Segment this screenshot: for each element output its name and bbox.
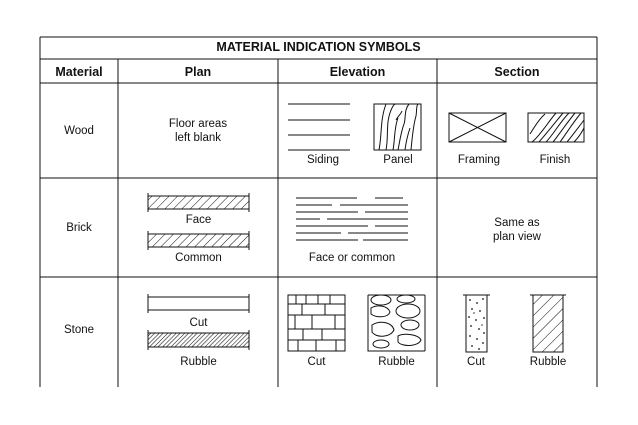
stone-rubble-plan-label: Rubble — [180, 356, 217, 368]
stone-rubble-plan-symbol — [147, 330, 250, 350]
brick-elevation-label: Face or common — [308, 252, 396, 264]
brick-face-label: Face — [185, 214, 212, 226]
stone-rubble-elevation-symbol — [367, 294, 426, 352]
header-section: Section — [494, 65, 540, 79]
header-material: Material — [55, 65, 103, 79]
brick-face-plan-symbol — [147, 193, 250, 212]
stone-rubble-section-label: Rubble — [529, 356, 567, 368]
stone-cut-plan-symbol — [147, 294, 250, 313]
row-label-stone: Stone — [63, 324, 95, 336]
wood-finish-label: Finish — [539, 154, 571, 166]
wood-siding-symbol — [288, 103, 350, 151]
header-elevation: Elevation — [329, 65, 386, 79]
stone-rubble-section-symbol — [530, 294, 566, 353]
brick-common-label: Common — [175, 252, 222, 264]
table-title: MATERIAL INDICATION SYMBOLS — [216, 40, 421, 54]
wood-panel-symbol — [373, 103, 422, 151]
wood-finish-symbol — [527, 112, 585, 143]
stone-cut-section-label: Cut — [467, 356, 485, 368]
stone-cut-section-symbol — [463, 294, 490, 353]
header-plan: Plan — [184, 65, 212, 79]
stone-cut-elevation-symbol — [287, 294, 346, 352]
stone-cut-elevation-label: Cut — [307, 356, 326, 368]
table-grid — [39, 36, 598, 387]
brick-elevation-symbol — [296, 197, 408, 241]
stone-rubble-elevation-label: Rubble — [378, 356, 415, 368]
brick-common-plan-symbol — [147, 231, 250, 250]
wood-siding-label: Siding — [307, 154, 339, 166]
wood-plan-note: Floor areas left blank — [168, 118, 228, 144]
stone-cut-plan-label: Cut — [189, 317, 208, 329]
row-label-wood: Wood — [64, 125, 94, 137]
wood-framing-label: Framing — [457, 154, 501, 166]
brick-section-note: Same as plan view — [493, 217, 541, 243]
wood-framing-symbol — [448, 112, 507, 143]
wood-panel-label: Panel — [383, 154, 413, 166]
row-label-brick: Brick — [66, 222, 92, 234]
